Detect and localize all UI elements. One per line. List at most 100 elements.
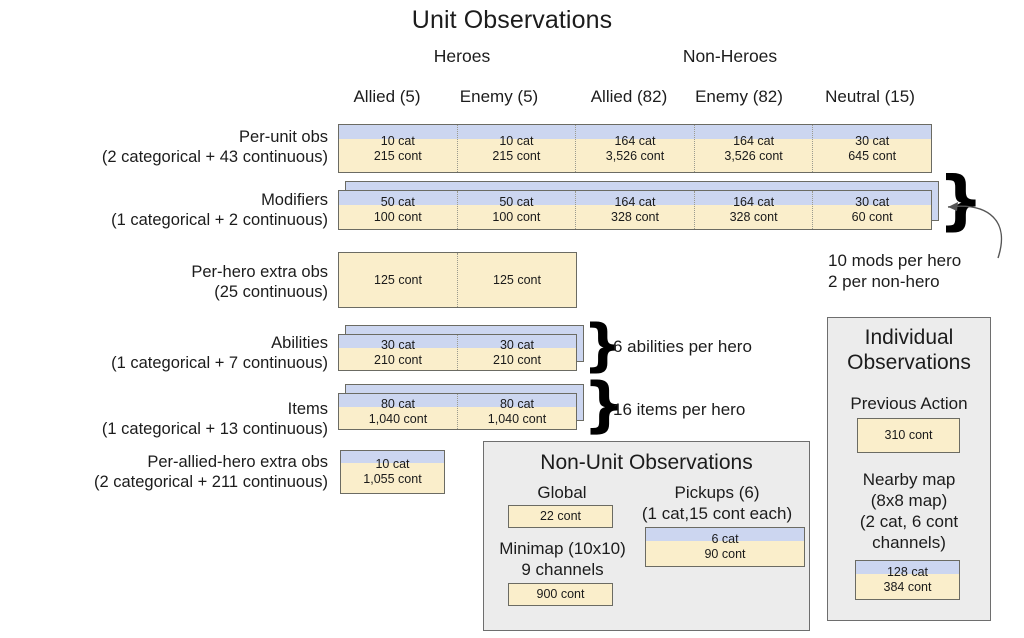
bar-cells: 50 cat 100 cont 50 cat 100 cont 164 cat … — [339, 191, 931, 229]
cell-cont-value: 3,526 cont — [724, 148, 783, 163]
non-unit-global-label: Global — [537, 483, 587, 502]
cell-items-allied: 80 cat 1,040 cont — [339, 394, 458, 429]
cell-cat-value: 164 cat — [733, 133, 775, 148]
cell-cat-value: 10 cat — [380, 133, 415, 148]
bar-cells: 6 cat 90 cont — [646, 528, 804, 566]
row-label-modifiers-title: Modifiers — [261, 191, 328, 209]
row-label-abilities: Abilities (1 categorical + 7 continuous) — [20, 333, 328, 373]
individual-panel-title-line1: Individual — [864, 326, 954, 349]
bar-per-unit-obs: 10 cat 215 cont 10 cat 215 cont 164 cat … — [338, 124, 932, 173]
nearby-map-label-line1: Nearby map — [862, 470, 956, 489]
cell-cat-value: 164 cat — [733, 195, 775, 209]
bar-cells: 10 cat 1,055 cont — [341, 451, 444, 493]
row-label-abilities-title: Abilities — [271, 334, 328, 352]
modifiers-annotation-line2: 2 per non-hero — [828, 272, 940, 291]
row-label-per-hero-extra-obs-sub: (25 continuous) — [214, 283, 328, 301]
row-label-per-unit-obs-sub: (2 categorical + 43 continuous) — [101, 148, 328, 166]
cell-cont-value: 60 cont — [851, 210, 893, 224]
row-label-per-unit-obs: Per-unit obs (2 categorical + 43 continu… — [20, 127, 328, 167]
nearby-map-label-line4: channels) — [872, 533, 946, 552]
bar-abilities: 30 cat 210 cont 30 cat 210 cont — [338, 334, 577, 371]
modifiers-annotation: 10 mods per hero 2 per non-hero — [828, 250, 1024, 292]
cell-cat-value: 30 cat — [380, 337, 416, 352]
cell-global-value: 22 cont — [509, 506, 612, 527]
cell-modifiers-neutral: 30 cat 60 cont — [813, 191, 931, 229]
row-label-items-title: Items — [287, 400, 328, 418]
bar-cells: 22 cont — [509, 506, 612, 527]
cell-cont-value: 215 cont — [492, 148, 541, 163]
cell-cont-value: 90 cont — [704, 547, 746, 561]
cell-cont-value: 328 cont — [729, 210, 778, 224]
bar-cells: 125 cont 125 cont — [339, 253, 576, 307]
column-header-enemy-heroes: Enemy (5) — [459, 87, 539, 106]
cell-cont-value: 125 cont — [493, 272, 541, 287]
non-unit-minimap-label-line2: 9 channels — [521, 560, 604, 579]
bar-per-allied-hero-extra-obs: 10 cat 1,055 cont — [340, 450, 445, 494]
categorical-band — [339, 191, 931, 205]
bar-global: 22 cont — [508, 505, 613, 528]
cell-minimap-value: 900 cont — [509, 584, 612, 605]
row-label-modifiers: Modifiers (1 categorical + 2 continuous) — [20, 190, 328, 230]
cell-modifiers-enemy-non-hero: 164 cat 328 cont — [695, 191, 814, 229]
bar-modifiers: 50 cat 100 cont 50 cat 100 cont 164 cat … — [338, 190, 932, 230]
bar-cells: 10 cat 215 cont 10 cat 215 cont 164 cat … — [339, 125, 931, 172]
cell-cont-value: 210 cont — [493, 352, 541, 367]
group-header-heroes: Heroes — [433, 46, 491, 66]
row-label-items: Items (1 categorical + 13 continuous) — [20, 399, 328, 439]
categorical-band — [341, 451, 444, 463]
cell-abilities-allied: 30 cat 210 cont — [339, 335, 458, 370]
cell-cont-value: 1,055 cont — [363, 472, 422, 486]
cell-modifiers-allied-hero: 50 cat 100 cont — [339, 191, 458, 229]
cell-cont-value: 645 cont — [848, 148, 897, 163]
cell-abilities-enemy: 30 cat 210 cont — [458, 335, 576, 370]
modifiers-annotation-line1: 10 mods per hero — [828, 251, 962, 270]
cell-cont-value: 328 cont — [611, 210, 659, 224]
nearby-map-label-line3: (2 cat, 6 cont — [859, 512, 959, 531]
page-title: Unit Observations — [411, 6, 613, 34]
cell-cat-value: 164 cat — [614, 133, 656, 148]
categorical-band — [646, 528, 804, 541]
cell-cont-value: 22 cont — [539, 509, 581, 523]
cell-cat-value: 30 cat — [855, 133, 890, 148]
group-header-non-heroes: Non-Heroes — [682, 46, 778, 66]
column-header-allied-non-heroes: Allied (82) — [590, 87, 668, 106]
row-label-per-allied-hero-extra-obs-sub: (2 categorical + 211 continuous) — [93, 473, 328, 491]
cell-cont-value: 384 cont — [883, 580, 932, 594]
cell-items-enemy: 80 cat 1,040 cont — [458, 394, 576, 429]
bar-cells: 128 cat 384 cont — [856, 561, 959, 599]
cell-cat-value: 30 cat — [855, 195, 890, 209]
cell-cat-value: 80 cat — [499, 396, 535, 411]
bar-previous-action: 310 cont — [857, 418, 960, 453]
cell-pickups: 6 cat 90 cont — [646, 528, 804, 566]
cell-cat-value: 80 cat — [380, 396, 416, 411]
non-unit-minimap-label-line1: Minimap (10x10) — [499, 539, 626, 558]
nearby-map-label-line2: (8x8 map) — [870, 491, 948, 510]
cell-cont-value: 1,040 cont — [368, 411, 428, 426]
cell-cat-value: 10 cat — [499, 133, 534, 148]
cell-cat-value: 10 cat — [375, 457, 410, 471]
cell-cont-value: 215 cont — [373, 148, 422, 163]
bar-minimap: 900 cont — [508, 583, 613, 606]
row-label-modifiers-sub: (1 categorical + 2 continuous) — [111, 211, 328, 229]
row-label-per-allied-hero-extra-obs: Per-allied-hero extra obs (2 categorical… — [20, 452, 328, 492]
bar-cells: 30 cat 210 cont 30 cat 210 cont — [339, 335, 576, 370]
nearby-map-label: Nearby map (8x8 map) (2 cat, 6 cont chan… — [827, 469, 991, 553]
modifiers-brace: } — [938, 164, 984, 238]
cell-cont-value: 125 cont — [374, 272, 422, 287]
cell-cat-value: 30 cat — [499, 337, 535, 352]
cell-per-unit-allied-non-hero: 164 cat 3,526 cont — [576, 125, 695, 172]
non-unit-pickups-label-line1: Pickups (6) — [674, 483, 760, 502]
bar-cells: 310 cont — [858, 419, 959, 452]
cell-previous-action-value: 310 cont — [858, 419, 959, 452]
cell-cat-value: 50 cat — [499, 195, 534, 209]
cell-per-unit-enemy-hero: 10 cat 215 cont — [458, 125, 577, 172]
cell-cat-value: 6 cat — [711, 532, 739, 546]
row-label-per-hero-extra-obs: Per-hero extra obs (25 continuous) — [20, 262, 328, 302]
previous-action-label: Previous Action — [850, 394, 968, 413]
cell-modifiers-allied-non-hero: 164 cat 328 cont — [576, 191, 695, 229]
cell-cont-value: 310 cont — [884, 428, 933, 442]
individual-panel-title: Individual Observations — [827, 325, 991, 375]
items-annotation: 16 items per hero — [613, 400, 746, 419]
cell-cont-value: 100 cont — [492, 210, 541, 224]
cell-modifiers-enemy-hero: 50 cat 100 cont — [458, 191, 577, 229]
